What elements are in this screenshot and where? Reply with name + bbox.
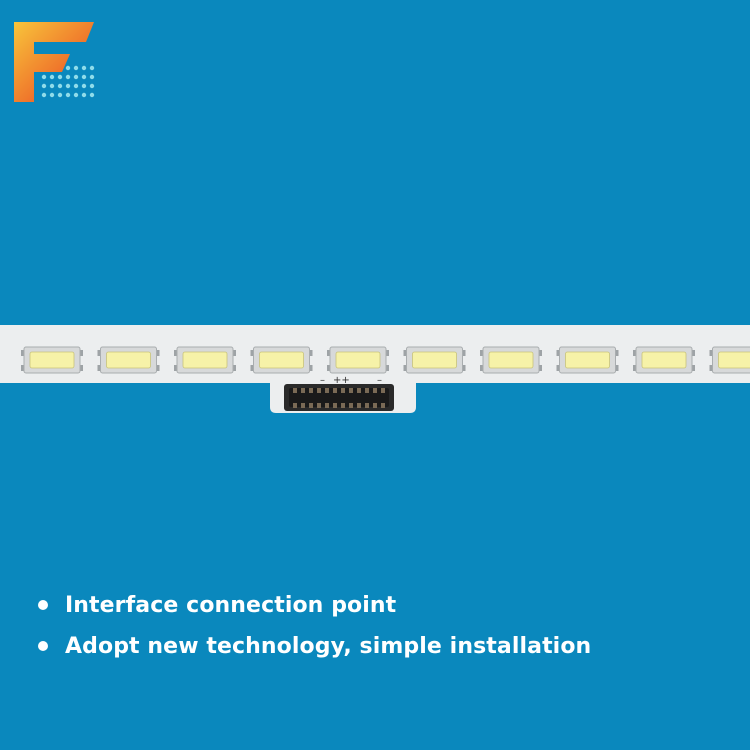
- led-chip: [21, 346, 83, 374]
- connector-pin: [333, 388, 337, 393]
- connector-pin: [293, 403, 297, 408]
- led-chip: [327, 346, 389, 374]
- led-chip: [250, 346, 313, 374]
- connector-pin: [341, 403, 345, 408]
- feature-text: Adopt new technology, simple installatio…: [65, 633, 592, 659]
- led-chip: [97, 346, 160, 374]
- logo-dot: [57, 83, 63, 89]
- logo-dot: [41, 92, 47, 98]
- logo-dot: [81, 65, 87, 71]
- connector-pin: [349, 403, 353, 408]
- connector-pin: [357, 388, 361, 393]
- connector-pin: [301, 403, 305, 408]
- feature-list: Interface connection point Adopt new tec…: [38, 585, 718, 667]
- led-chip: [403, 346, 466, 374]
- feature-item: Adopt new technology, simple installatio…: [38, 626, 718, 666]
- logo-dot: [49, 92, 55, 98]
- logo-dot: [41, 74, 47, 80]
- logo-dot: [57, 92, 63, 98]
- led-chip: [709, 346, 750, 374]
- feature-text: Interface connection point: [65, 592, 397, 618]
- logo-dot: [81, 92, 87, 98]
- connector-pin: [325, 388, 329, 393]
- connector-pin: [309, 388, 313, 393]
- logo-dot: [65, 92, 71, 98]
- logo-dot: [81, 74, 87, 80]
- logo-dot: [89, 74, 95, 80]
- logo-dot: [81, 83, 87, 89]
- bullet-dot-icon: [38, 600, 48, 610]
- feature-item: Interface connection point: [38, 585, 718, 625]
- logo-dot: [89, 65, 95, 71]
- connector-pin: [373, 388, 377, 393]
- logo-dot: [65, 83, 71, 89]
- logo-dot: [57, 74, 63, 80]
- polarity-plus: ++: [333, 375, 350, 386]
- connector-pin: [349, 388, 353, 393]
- led-chip: [633, 346, 695, 374]
- connector-pin: [325, 403, 329, 408]
- logo-dot: [65, 65, 71, 71]
- polarity-minus-right: –: [377, 375, 382, 386]
- connector-pin: [293, 388, 297, 393]
- connector-pin: [381, 388, 385, 393]
- connector-pin: [317, 403, 321, 408]
- connector-pin: [365, 388, 369, 393]
- led-chip: [174, 346, 236, 374]
- connector-pin: [333, 403, 337, 408]
- logo-dot: [73, 92, 79, 98]
- logo-dot: [49, 74, 55, 80]
- led-chip: [556, 346, 619, 374]
- polarity-minus-left: –: [320, 375, 325, 386]
- connector-pin: [373, 403, 377, 408]
- logo-dot: [89, 83, 95, 89]
- logo-dot: [73, 65, 79, 71]
- connector-icon: [284, 384, 394, 411]
- led-chip: [480, 346, 542, 374]
- logo-dot: [73, 74, 79, 80]
- connector-pin: [341, 388, 345, 393]
- logo-dot: [41, 83, 47, 89]
- logo-dot: [73, 83, 79, 89]
- connector-pin: [365, 403, 369, 408]
- led-strip-icon: – ++ –: [0, 325, 750, 413]
- logo-dot: [49, 83, 55, 89]
- logo-dot: [65, 74, 71, 80]
- connector-pin: [301, 388, 305, 393]
- f-letter-logo-icon: [14, 22, 95, 102]
- connector-pin: [309, 403, 313, 408]
- bullet-dot-icon: [38, 641, 48, 651]
- logo-dot: [89, 92, 95, 98]
- connector-pin: [381, 403, 385, 408]
- connector-pin: [357, 403, 361, 408]
- connector-pin: [317, 388, 321, 393]
